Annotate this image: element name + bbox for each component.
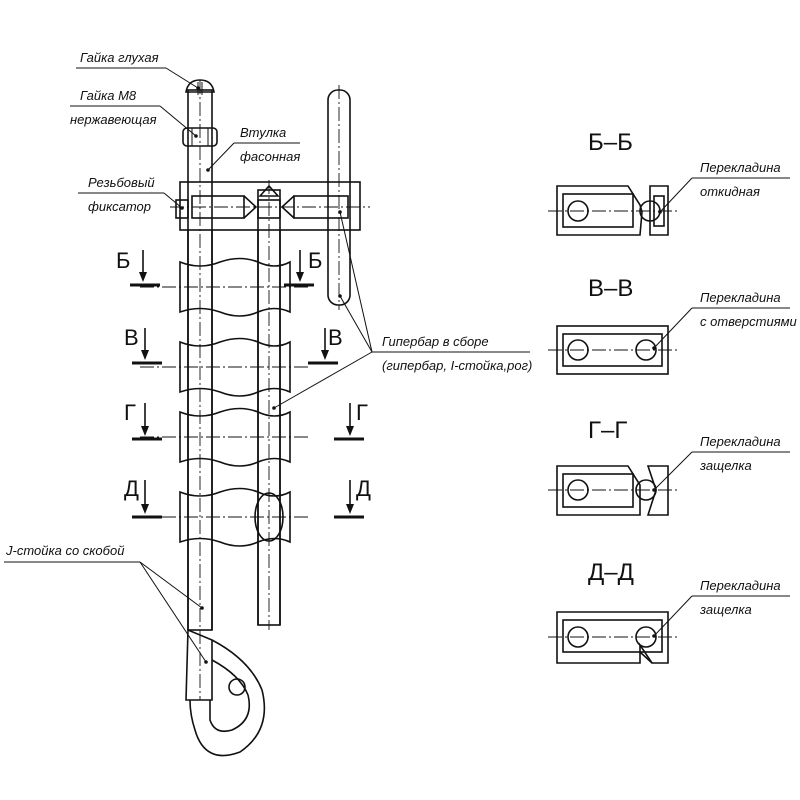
crossbar-d — [140, 487, 310, 547]
section-title-vv: В–В — [588, 275, 633, 302]
label-nut-blind: Гайка глухая — [80, 50, 159, 65]
section-view-gg: Г–Г Перекладина защелка — [548, 417, 790, 516]
label-nut-m8-line2: нержавеющая — [70, 112, 157, 127]
section-label-dd-line1: Перекладина — [700, 578, 781, 593]
section-mark-d-right: Д — [356, 476, 371, 501]
crossbar-g — [140, 407, 310, 467]
section-title-gg: Г–Г — [588, 417, 627, 444]
section-label-dd-line2: защелка — [699, 602, 752, 617]
section-view-vv: В–В Перекладина с отверстиями — [548, 275, 797, 375]
callouts: Гайка глухая Гайка М8 нержавеющая Втулка… — [4, 50, 532, 664]
section-label-bb-line1: Перекладина — [700, 160, 781, 175]
blind-nut — [185, 79, 215, 93]
section-label-gg-line1: Перекладина — [700, 434, 781, 449]
label-assembly-line2: (гипербар, I-стойка,рог) — [382, 358, 532, 373]
label-sleeve-line2: фасонная — [240, 149, 300, 164]
section-views: Б–Б Перекладина откидная В–В Перекладина… — [548, 129, 797, 664]
threaded-fixer — [175, 199, 189, 219]
crossbar-v — [140, 337, 310, 397]
label-fixer-line2: фиксатор — [88, 199, 151, 214]
section-mark-g-left: Г — [124, 400, 136, 425]
main-assembly — [140, 79, 370, 757]
section-label-bb-line2: откидная — [700, 184, 760, 199]
label-assembly-line1: Гипербар в сборе — [382, 334, 489, 349]
section-view-dd: Д–Д Перекладина защелка — [548, 559, 790, 664]
section-mark-b-right: Б — [308, 248, 322, 273]
section-view-bb: Б–Б Перекладина откидная — [548, 129, 790, 236]
crossbar-b — [140, 257, 310, 317]
label-fixer-line1: Резьбовый — [88, 175, 155, 190]
section-mark-g-right: Г — [356, 400, 368, 425]
section-label-gg-line2: защелка — [699, 458, 752, 473]
m8-nut — [182, 127, 218, 147]
section-title-bb: Б–Б — [588, 129, 633, 156]
section-mark-b-left: Б — [116, 248, 130, 273]
section-mark-v-right: В — [328, 325, 343, 350]
label-sleeve-line1: Втулка — [240, 125, 286, 140]
section-label-vv-line2: с отверстиями — [700, 314, 797, 329]
section-title-dd: Д–Д — [588, 559, 634, 586]
j-hook — [185, 628, 266, 757]
section-label-vv-line1: Перекладина — [700, 290, 781, 305]
section-mark-v-left: В — [124, 325, 139, 350]
label-nut-m8-line1: Гайка М8 — [80, 88, 137, 103]
section-markers: Б Б В В Г Г Д Д — [116, 248, 371, 519]
section-mark-d-left: Д — [124, 476, 139, 501]
label-jpost: J-стойка со скобой — [5, 543, 124, 558]
